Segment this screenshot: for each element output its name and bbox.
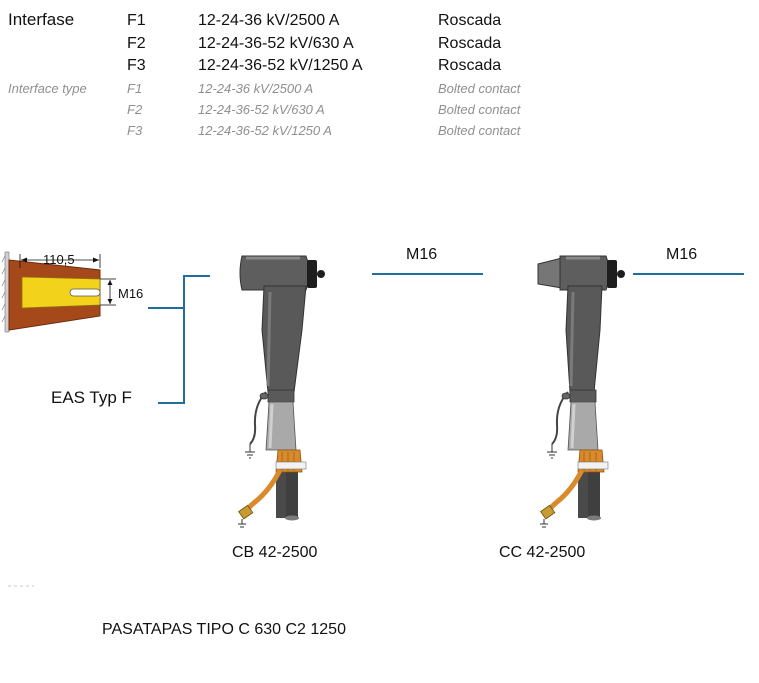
interface-rating-f2: 12-24-36-52 kV/630 A: [198, 35, 354, 52]
type-contact-f3: Bolted contact: [438, 123, 521, 138]
type-rating-f1: 12-24-36 kV/2500 A: [198, 81, 314, 96]
bushing-section: [1, 251, 116, 333]
type-rating-f2: 12-24-36-52 kV/630 A: [198, 102, 325, 117]
interface-rating-f3: 12-24-36-52 kV/1250 A: [198, 57, 363, 74]
interface-code-f3: F3: [127, 57, 146, 74]
connector-cc-drawing: [537, 255, 625, 528]
interface-label: Interfase: [8, 10, 75, 29]
interface-type-label: Interface type: [8, 81, 87, 96]
footer-caption: PASATAPAS TIPO C 630 C2 1250: [102, 621, 346, 638]
type-code-f1: F1: [127, 81, 143, 96]
interface-rating-f1: 12-24-36 kV/2500 A: [198, 12, 340, 29]
type-contact-f1: Bolted contact: [438, 81, 521, 96]
connector-cb-model: CB 42-2500: [232, 544, 318, 561]
interface-code-f2: F2: [127, 35, 146, 52]
type-contact-f2: Bolted contact: [438, 102, 521, 117]
interface-contact-f1: Roscada: [438, 12, 502, 29]
interface-contact-f3: Roscada: [438, 57, 502, 74]
bushing-bracket: [148, 275, 210, 404]
connector-cb-thread: M16: [406, 246, 438, 263]
interface-code-f1: F1: [127, 12, 146, 29]
connector-cb-drawing: [238, 255, 325, 528]
type-code-f3: F3: [127, 123, 143, 138]
type-code-f2: F2: [127, 102, 143, 117]
connector-cc-model: CC 42-2500: [499, 544, 586, 561]
bushing-dimension: 110,5: [43, 252, 75, 267]
interface-contact-f2: Roscada: [438, 35, 502, 52]
bushing-type-label: EAS Typ F: [51, 388, 132, 407]
connector-cc-thread: M16: [666, 246, 698, 263]
type-rating-f3: 12-24-36-52 kV/1250 A: [198, 123, 332, 138]
bushing-thread: M16: [118, 286, 144, 301]
